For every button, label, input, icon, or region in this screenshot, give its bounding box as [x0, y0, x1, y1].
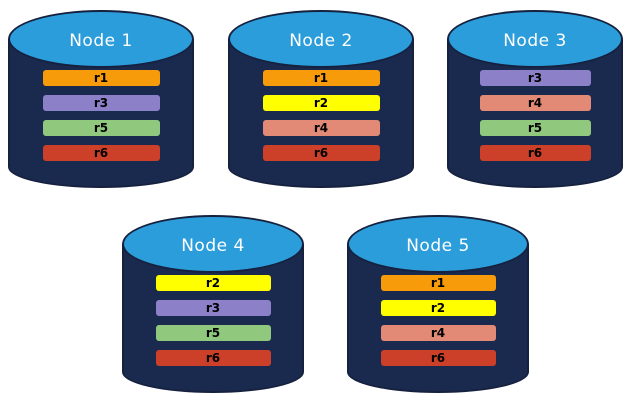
replica-bar[interactable]: r1: [42, 70, 160, 86]
replica-bar[interactable]: r5: [42, 120, 160, 136]
replica-label: r1: [93, 71, 109, 85]
node-label: Node 5: [406, 236, 470, 256]
replica-label: r4: [313, 121, 329, 135]
replica-bar[interactable]: r5: [155, 325, 271, 341]
replica-bar[interactable]: r1: [380, 275, 496, 291]
replica-list: r1 r3 r5 r6: [8, 70, 194, 161]
node-cylinder-3[interactable]: Node 3 r3 r4 r5 r6: [447, 10, 623, 188]
replica-label: r6: [313, 146, 329, 160]
replica-label: r4: [430, 326, 446, 340]
replica-label: r2: [313, 96, 329, 110]
cylinder-top-cap: Node 4: [122, 215, 304, 273]
node-label: Node 1: [69, 31, 133, 51]
replica-list: r2 r3 r5 r6: [122, 275, 304, 366]
replica-label: r3: [205, 301, 221, 315]
replica-bar[interactable]: r3: [42, 95, 160, 111]
cylinder-body: [122, 244, 304, 393]
replica-label: r6: [205, 351, 221, 365]
cylinder-top-cap: Node 3: [447, 10, 623, 68]
cylinder-top-cap: Node 1: [8, 10, 194, 68]
node-label: Node 3: [503, 31, 567, 51]
replica-label: r5: [527, 121, 543, 135]
replica-label: r5: [93, 121, 109, 135]
replica-label: r6: [430, 351, 446, 365]
replica-bar[interactable]: r3: [479, 70, 591, 86]
node-label: Node 4: [181, 236, 245, 256]
replica-label: r1: [313, 71, 329, 85]
node-label: Node 2: [289, 31, 353, 51]
cylinder-body: [347, 244, 529, 393]
replica-bar[interactable]: r2: [262, 95, 380, 111]
replica-bar[interactable]: r6: [262, 145, 380, 161]
replica-bar[interactable]: r4: [380, 325, 496, 341]
cylinder-top-cap: Node 5: [347, 215, 529, 273]
replica-label: r4: [527, 96, 543, 110]
replica-bar[interactable]: r4: [262, 120, 380, 136]
replica-label: r3: [93, 96, 109, 110]
replica-bar[interactable]: r5: [479, 120, 591, 136]
replica-bar[interactable]: r2: [380, 300, 496, 316]
replica-label: r2: [205, 276, 221, 290]
replica-label: r6: [93, 146, 109, 160]
replica-bar[interactable]: r6: [479, 145, 591, 161]
node-cylinder-5[interactable]: Node 5 r1 r2 r4 r6: [347, 215, 529, 393]
replica-label: r5: [205, 326, 221, 340]
replica-bar[interactable]: r6: [380, 350, 496, 366]
replica-bar[interactable]: r3: [155, 300, 271, 316]
replica-label: r1: [430, 276, 446, 290]
replica-label: r6: [527, 146, 543, 160]
replica-bar[interactable]: r4: [479, 95, 591, 111]
replica-list: r1 r2 r4 r6: [347, 275, 529, 366]
replica-bar[interactable]: r6: [42, 145, 160, 161]
cylinder-top-cap: Node 2: [228, 10, 414, 68]
replica-list: r3 r4 r5 r6: [447, 70, 623, 161]
replica-list: r1 r2 r4 r6: [228, 70, 414, 161]
node-cylinder-1[interactable]: Node 1 r1 r3 r5 r6: [8, 10, 194, 188]
node-cylinder-2[interactable]: Node 2 r1 r2 r4 r6: [228, 10, 414, 188]
replica-bar[interactable]: r6: [155, 350, 271, 366]
replica-bar[interactable]: r2: [155, 275, 271, 291]
node-cylinder-4[interactable]: Node 4 r2 r3 r5 r6: [122, 215, 304, 393]
replica-label: r3: [527, 71, 543, 85]
replica-bar[interactable]: r1: [262, 70, 380, 86]
replica-label: r2: [430, 301, 446, 315]
